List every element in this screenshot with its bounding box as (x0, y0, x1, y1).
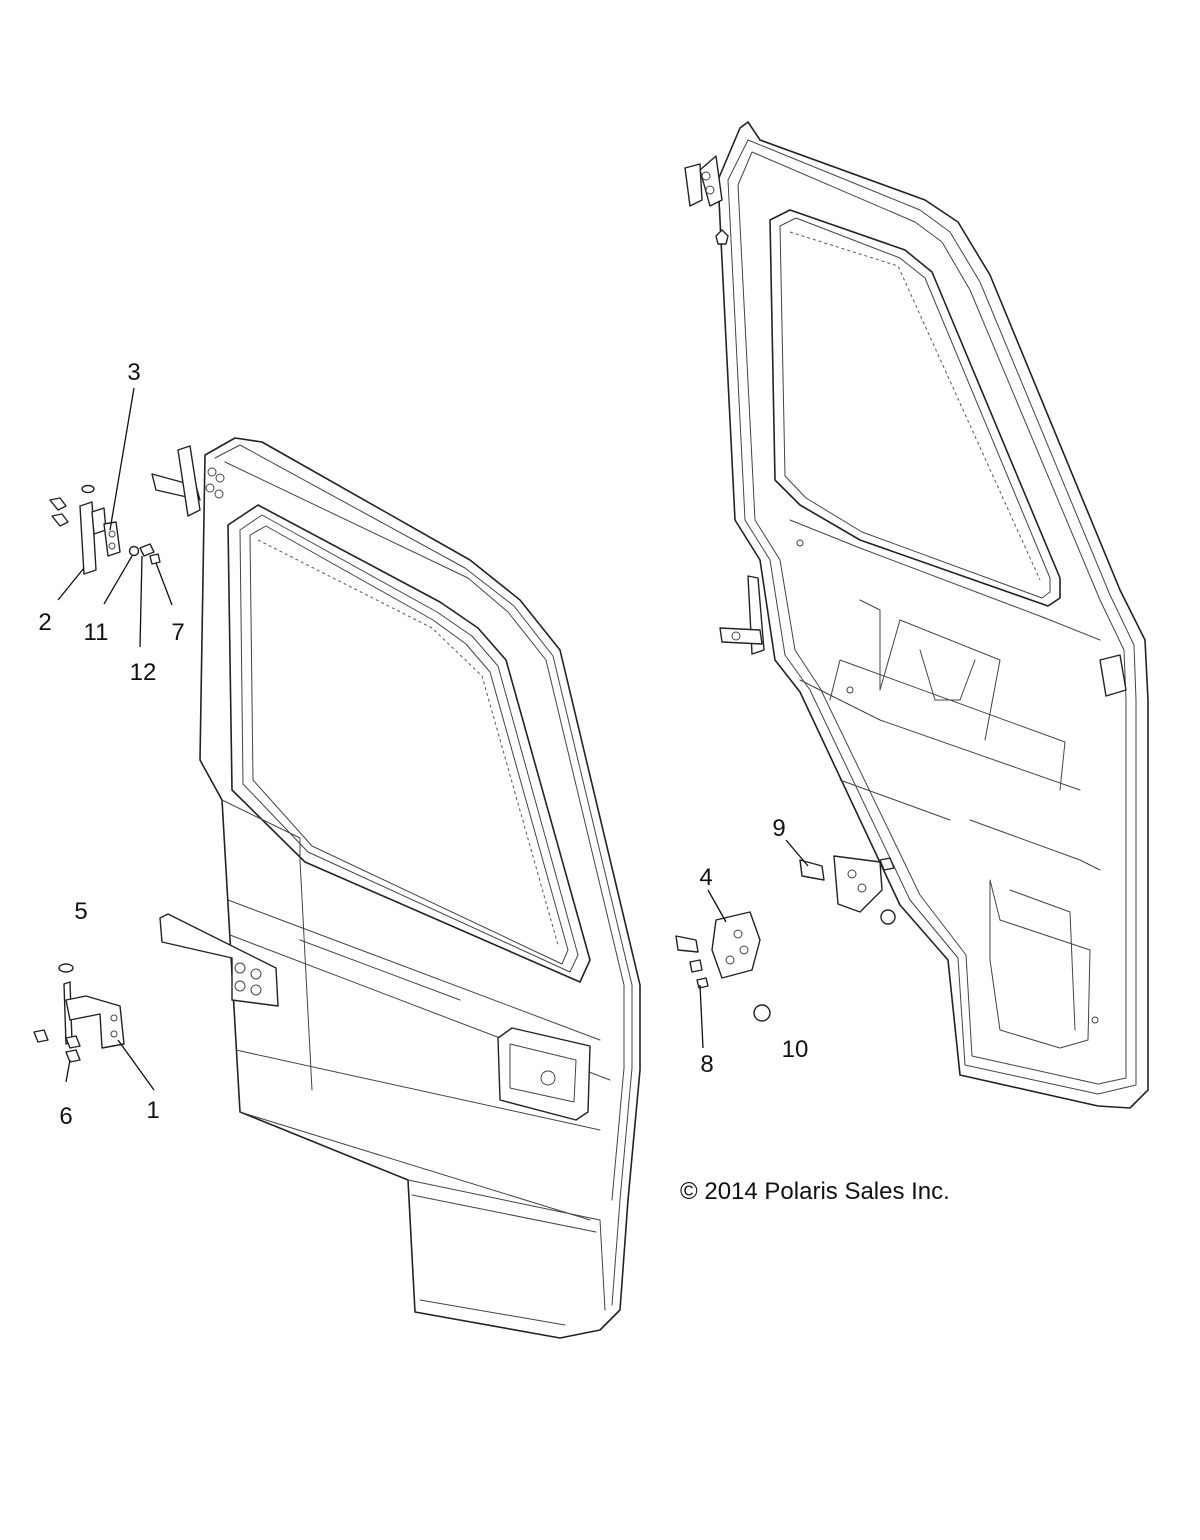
callout-10: 10 (782, 1036, 809, 1063)
latch-9 (799, 855, 896, 925)
copyright-text: © 2014 Polaris Sales Inc. (680, 1178, 950, 1205)
callout-3: 3 (127, 359, 140, 386)
callout-12: 12 (130, 659, 157, 686)
bolts-6 (33, 1029, 81, 1063)
callout-4: 4 (699, 864, 712, 891)
callout-2: 2 (38, 609, 51, 636)
bracket-3 (103, 521, 121, 557)
fasteners-11-12-7 (128, 543, 161, 565)
leader-lines (57, 387, 809, 1091)
bushing-10 (753, 1004, 771, 1022)
callout-6: 6 (59, 1103, 72, 1130)
callout-5: 5 (74, 898, 87, 925)
callout-7: 7 (171, 619, 184, 646)
callout-9: 9 (772, 815, 785, 842)
rear-door (684, 121, 1149, 1109)
screws-8 (689, 959, 709, 989)
callout-11: 11 (84, 619, 109, 646)
washer-5 (58, 963, 74, 973)
callout-1: 1 (146, 1097, 159, 1124)
latch-bracket-4 (675, 911, 761, 979)
hinge-upper (49, 484, 107, 575)
callouts: 1 2 3 4 5 6 7 8 9 10 11 12 (38, 359, 808, 1130)
front-door (151, 437, 641, 1339)
callout-8: 8 (700, 1051, 713, 1078)
